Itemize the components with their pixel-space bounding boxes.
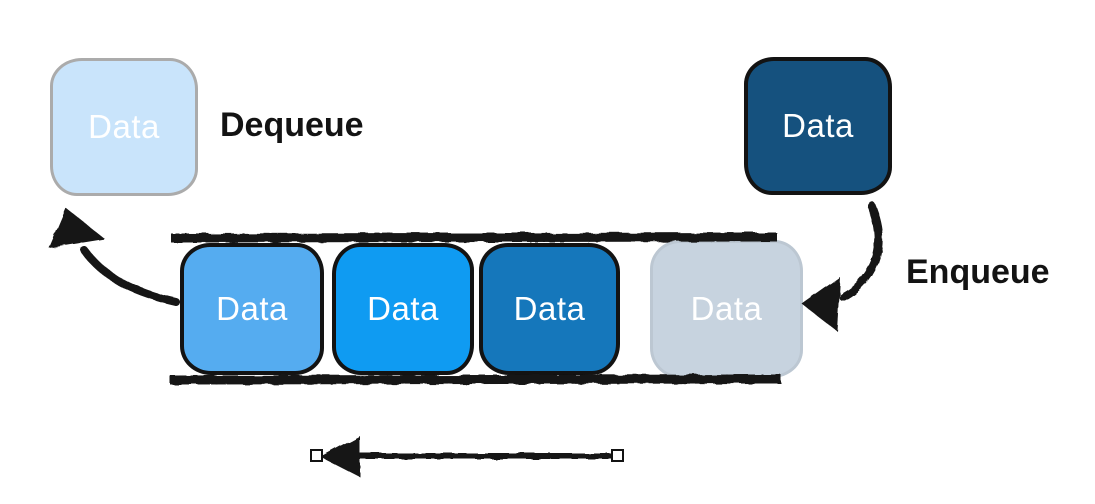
dequeued-item-node: Data <box>50 58 198 196</box>
queue-item-label: Data <box>216 290 288 327</box>
queue-item-node: Data <box>180 243 324 375</box>
queue-item-label: Data <box>367 290 439 327</box>
queue-item-node: Data <box>479 243 620 375</box>
dequeue-arrow-curve <box>80 246 180 306</box>
queue-rail-top <box>170 232 778 243</box>
enqueue-operation-label: Enqueue <box>906 253 1050 291</box>
queue-item-label: Data <box>513 290 586 327</box>
direction-arrow-handle-right <box>611 449 624 462</box>
enqueue-arrowhead-icon <box>802 277 840 331</box>
enqueue-arrow-curve <box>839 201 883 301</box>
dequeue-arrowhead-icon <box>49 208 105 248</box>
direction-arrowhead-icon <box>321 436 360 477</box>
queue-item-node: Data <box>332 243 474 375</box>
direction-arrow-handle-left <box>310 449 323 462</box>
dequeued-item-label: Data <box>88 108 160 145</box>
queue-item-label: Data <box>690 290 763 327</box>
incoming-item-node: Data <box>744 57 892 195</box>
queue-rail-bottom <box>169 374 782 385</box>
queue-item-node-ghost: Data <box>650 240 803 378</box>
dequeue-operation-label: Dequeue <box>220 106 364 144</box>
incoming-item-label: Data <box>782 107 854 144</box>
